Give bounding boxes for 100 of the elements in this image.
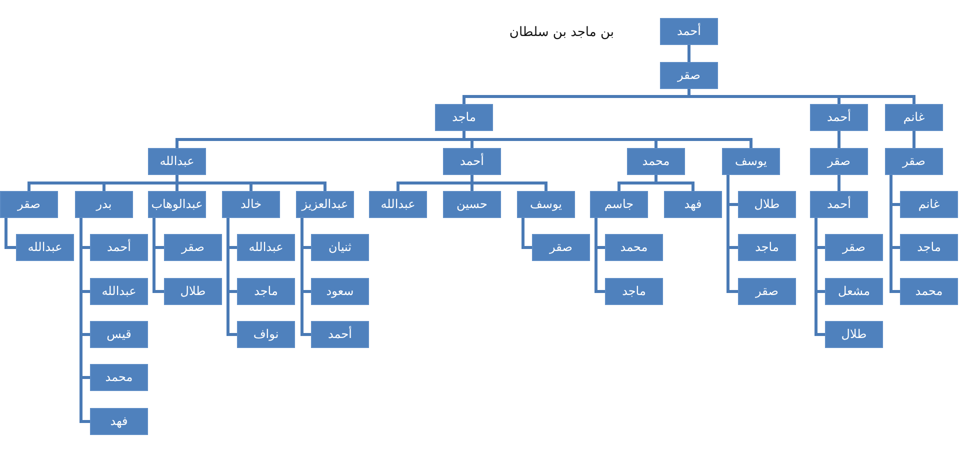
person-box <box>0 191 58 218</box>
person-box <box>148 148 206 175</box>
person-box <box>237 234 295 261</box>
person-box <box>369 191 427 218</box>
person-name: عبدالله <box>28 240 62 255</box>
person-name: ماجد <box>254 284 278 299</box>
person-name: غانم <box>903 110 925 125</box>
lineage-text: بن ماجد بن سلطان <box>509 25 614 41</box>
person-name: فهد <box>684 197 702 212</box>
person-box <box>825 234 883 261</box>
person-box <box>90 321 148 348</box>
connector-line <box>4 218 16 249</box>
person-box <box>90 364 148 391</box>
person-box <box>296 191 354 218</box>
person-box <box>810 148 868 175</box>
connector-line <box>470 175 548 191</box>
person-name: محمد <box>620 240 648 255</box>
person-box <box>443 191 501 218</box>
connector-line <box>522 218 532 249</box>
person-name: قيس <box>106 327 132 342</box>
person-box <box>164 278 222 305</box>
person-name: صقر <box>678 68 700 83</box>
person-name: طلال <box>841 327 867 342</box>
person-name: محمد <box>105 370 133 385</box>
person-name: أحمد <box>827 197 851 212</box>
person-box <box>532 234 590 261</box>
person-name: عبدالله <box>380 197 416 212</box>
person-box <box>90 234 148 261</box>
person-box <box>605 278 663 305</box>
connector-line <box>688 45 690 62</box>
connector-line <box>838 131 840 148</box>
person-box <box>90 408 148 435</box>
person-box <box>311 278 369 305</box>
person-name: صقر <box>842 240 866 255</box>
connector-line <box>838 175 840 191</box>
person-name: أحمد <box>460 154 484 169</box>
person-box <box>885 148 943 175</box>
person-box <box>435 104 493 131</box>
person-name: ماجد <box>917 240 941 255</box>
person-box <box>738 234 796 261</box>
person-name: سعود <box>326 284 354 299</box>
person-box <box>660 18 718 45</box>
person-box <box>90 278 148 305</box>
person-name: أحمد <box>107 240 131 255</box>
person-name: ماجد <box>755 240 779 255</box>
person-box <box>627 148 685 175</box>
person-name: أحمد <box>827 110 851 125</box>
person-box <box>605 234 663 261</box>
person-name: صقر <box>902 154 926 169</box>
person-box <box>738 278 796 305</box>
person-box <box>722 148 780 175</box>
person-box <box>738 191 796 218</box>
person-name: صقر <box>828 154 850 169</box>
person-name: عبدالله <box>160 154 194 169</box>
person-name: عبدالله <box>248 240 284 255</box>
person-name: غانم <box>918 197 940 212</box>
person-name: ثنيان <box>328 240 352 255</box>
person-name: يوسف <box>530 197 562 212</box>
person-name: ماجد <box>452 110 476 125</box>
person-box <box>16 234 74 261</box>
person-name: فهد <box>110 414 128 429</box>
person-box <box>75 191 133 218</box>
person-name: عبدالله <box>102 284 136 299</box>
person-name: صقر <box>18 197 40 212</box>
person-box <box>660 62 718 89</box>
person-box <box>237 278 295 305</box>
person-box <box>825 278 883 305</box>
person-box <box>590 191 648 218</box>
person-box <box>311 234 369 261</box>
person-name: حسين <box>456 197 488 212</box>
person-name: يوسف <box>734 154 767 169</box>
person-box <box>237 321 295 348</box>
person-box <box>311 321 369 348</box>
person-box <box>148 191 206 218</box>
person-name: أحمد <box>677 24 701 39</box>
person-box <box>900 234 958 261</box>
person-name: طلال <box>180 284 206 299</box>
person-box <box>164 234 222 261</box>
person-name: نواف <box>253 327 279 342</box>
person-name: صقر <box>756 284 778 299</box>
person-name: خالد <box>240 197 262 212</box>
person-name: بدر <box>96 197 112 212</box>
connector-line <box>688 89 916 104</box>
person-name: طلال <box>754 197 780 212</box>
person-name: عبدالعزيز <box>302 197 348 212</box>
connector-line <box>654 175 694 191</box>
person-name: محمد <box>642 154 670 169</box>
person-name: جاسم <box>604 197 634 212</box>
connector-line <box>80 218 90 423</box>
person-box <box>443 148 501 175</box>
person-box <box>885 104 943 131</box>
person-name: محمد <box>915 284 943 299</box>
person-box <box>900 191 958 218</box>
connector-line <box>912 131 916 148</box>
person-box <box>810 191 868 218</box>
person-name: صقر <box>182 240 204 255</box>
person-name: أحمد <box>328 327 352 342</box>
person-name: مشعل <box>838 284 870 299</box>
person-box <box>664 191 722 218</box>
person-name: صقر <box>550 240 572 255</box>
